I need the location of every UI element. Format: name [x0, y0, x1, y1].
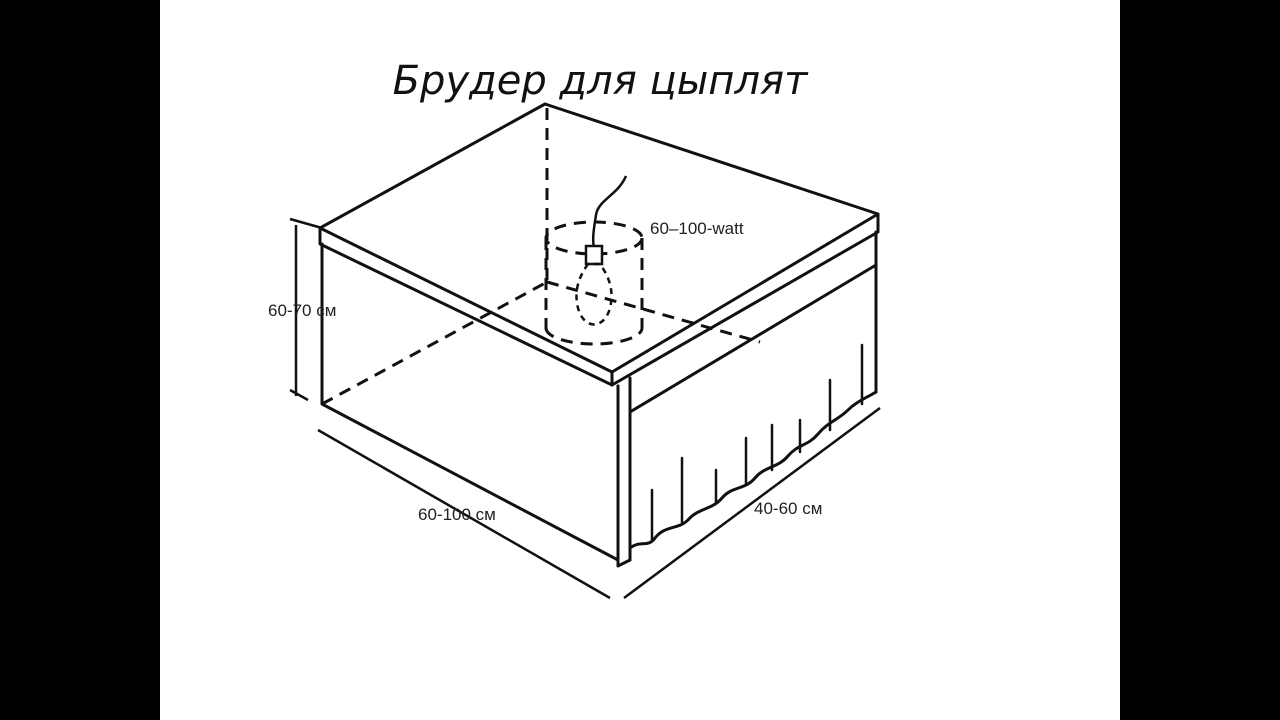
- hidden-floor-left: [321, 280, 548, 406]
- lamp-wattage-label: 60–100-watt: [650, 219, 744, 238]
- width-dim-line: [623, 406, 881, 600]
- length-dim-line: [317, 428, 611, 600]
- diagram-canvas: [160, 0, 1120, 720]
- lamp-cord: [591, 175, 628, 249]
- height-dim-tick-top: [289, 217, 323, 230]
- right-wall-top-rail: [628, 263, 878, 414]
- lid-top: [318, 102, 880, 374]
- letterbox-left: [0, 0, 160, 720]
- height-label: 60-70 см: [268, 301, 336, 320]
- lamp-shade-body: [544, 238, 644, 346]
- hidden-floor-back: [546, 280, 761, 344]
- lid-right-edge: [610, 212, 880, 387]
- lid-front-edge: [318, 226, 614, 387]
- curtain-folds: [650, 343, 864, 542]
- letterbox-right: [1120, 0, 1280, 720]
- left-inner-post: [616, 384, 632, 568]
- lamp-socket: [584, 244, 604, 266]
- curtain: [628, 390, 878, 550]
- diagram-title: Брудер для цыплят: [393, 58, 809, 104]
- lamp-bulb: [575, 262, 613, 326]
- width-label: 40-60 см: [754, 499, 822, 518]
- length-label: 60-100 см: [418, 505, 496, 524]
- height-dim-tick-bottom: [289, 388, 309, 402]
